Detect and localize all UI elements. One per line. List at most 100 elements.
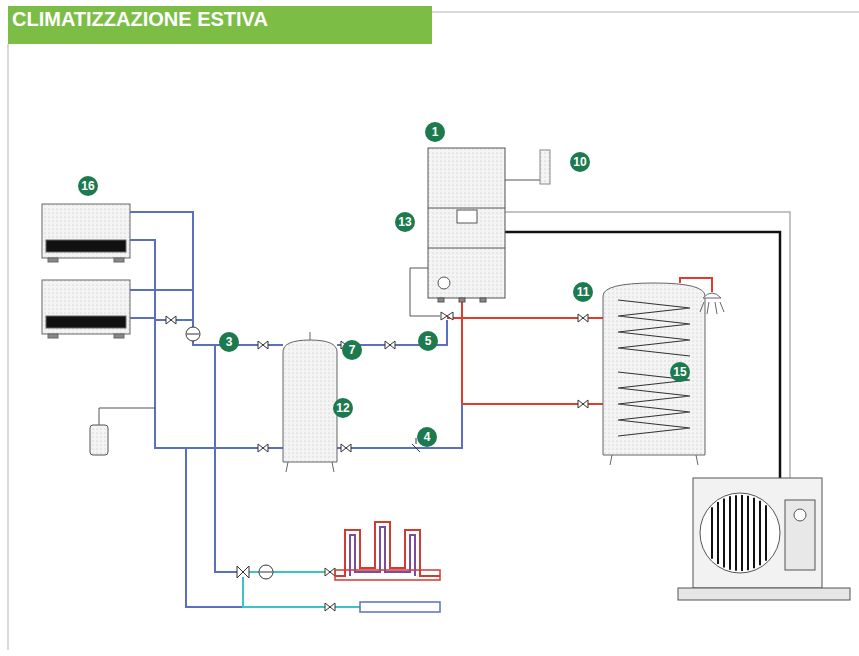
buffer-tank (310, 332, 311, 340)
buffer-tank (332, 462, 334, 472)
valve (341, 444, 351, 452)
chilled-water-pipe (130, 212, 462, 607)
valve (578, 400, 588, 408)
fan-coil (42, 204, 130, 338)
outdoor-unit (753, 498, 755, 569)
indoor-unit (438, 298, 444, 302)
outdoor-unit (747, 496, 749, 570)
outdoor-unit (759, 501, 761, 566)
page-frame (8, 12, 859, 650)
outdoor-unit (678, 588, 850, 600)
valve (166, 316, 176, 324)
callout-number: 13 (395, 212, 415, 232)
circulator-pump (259, 565, 273, 579)
circulator-pump (186, 327, 200, 341)
floor-circuit-pipe (243, 577, 360, 607)
shower-head (700, 302, 724, 314)
fan-coil (114, 334, 124, 338)
radiator-panel (360, 602, 440, 612)
page-frame (7, 44, 9, 650)
valve (258, 341, 268, 349)
valve (237, 566, 249, 578)
indoor-unit (428, 208, 505, 209)
refrigerant-line (505, 212, 790, 480)
expansion-vessel (90, 425, 108, 455)
hot-water-pipe (462, 300, 603, 404)
chilled-water-pipe (186, 448, 243, 607)
fan-coil (48, 334, 58, 338)
callout-number: 5 (418, 331, 438, 351)
valve (258, 444, 268, 452)
fan-coil (46, 240, 126, 252)
valve (166, 312, 588, 611)
callout-number: 11 (573, 282, 593, 302)
outdoor-unit (735, 495, 737, 571)
callout-number: 7 (342, 340, 362, 360)
outdoor-unit (723, 499, 725, 568)
fan-coil (46, 316, 126, 328)
buffer-tank (283, 332, 337, 472)
fan-coil (42, 204, 130, 258)
circulator-pump (187, 334, 199, 335)
chilled-water-pipe (215, 345, 243, 572)
callout-number: 15 (670, 362, 690, 382)
callout-number: 12 (333, 398, 353, 418)
radiant-floor (335, 522, 440, 576)
outdoor-unit (717, 502, 719, 564)
outdoor-unit (712, 495, 766, 571)
indoor-unit (480, 298, 486, 302)
outdoor-unit (711, 507, 713, 558)
sensor-wire (99, 408, 155, 425)
outdoor-unit (678, 478, 850, 600)
outdoor-sensor (540, 150, 550, 184)
radiant-floor (335, 570, 440, 580)
indoor-unit (459, 298, 465, 302)
buffer-tank (283, 340, 337, 462)
chilled-water-pipe (130, 212, 283, 345)
indoor-unit (457, 210, 477, 223)
callout-number: 3 (219, 332, 239, 352)
chilled-water-pipe (337, 404, 462, 448)
buffer-tank (286, 462, 288, 472)
circulator-pump (186, 327, 273, 579)
chilled-water-pipe (130, 240, 283, 448)
dhw-tank (610, 455, 612, 465)
refrigerant-line (505, 212, 790, 480)
outdoor-unit (741, 495, 743, 571)
radiant-floor (335, 522, 440, 580)
callout-number: 4 (417, 427, 437, 447)
chilled-water-pipe (130, 289, 193, 291)
indoor-unit (438, 277, 450, 289)
valve (385, 341, 395, 349)
tank-coil (618, 300, 690, 356)
callout-number: 16 (78, 176, 98, 196)
dhw-tank (603, 283, 705, 465)
tank-coil (618, 300, 690, 436)
dhw-tank (696, 455, 698, 465)
shower-head (703, 293, 721, 298)
fan-coil (48, 258, 58, 262)
indoor-unit (428, 248, 505, 249)
valve (325, 603, 335, 611)
fan-coil (114, 258, 124, 262)
radiator-panel (360, 602, 440, 612)
outdoor-unit (794, 509, 806, 521)
outdoor-unit (765, 505, 767, 560)
circulator-pump (260, 572, 272, 573)
refrigerant-line (505, 232, 780, 480)
chilled-water-pipe (130, 317, 155, 319)
indoor-unit (428, 148, 505, 302)
valve (441, 312, 453, 320)
callout-number: 10 (570, 152, 590, 172)
outdoor-unit (785, 500, 815, 570)
callout-number: 1 (425, 122, 445, 142)
outdoor-unit (693, 478, 822, 588)
valve (578, 314, 588, 322)
outdoor-unit (700, 493, 780, 573)
expansion-vessel (90, 425, 108, 455)
outdoor-sensor (540, 150, 550, 184)
indoor-unit (428, 148, 505, 298)
outdoor-unit (729, 496, 731, 569)
